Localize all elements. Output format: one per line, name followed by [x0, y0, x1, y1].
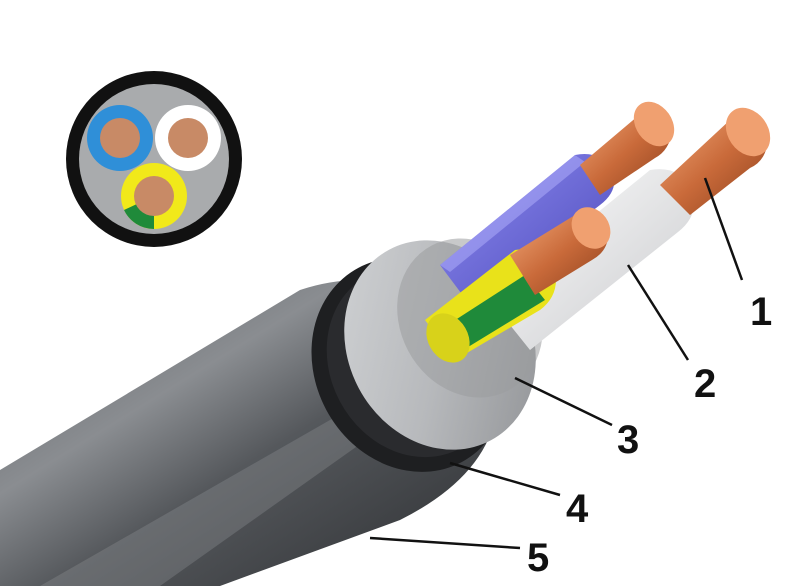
- blue-core: [440, 154, 615, 305]
- callout-5: 5: [527, 536, 549, 580]
- cross-section-blue-core-copper: [100, 118, 140, 158]
- callout-1: 1: [750, 290, 772, 334]
- callout-numbers: 1 2 3 4 5: [527, 290, 772, 580]
- leader-lines: [369, 177, 744, 550]
- cross-section-yellow-core-copper: [134, 176, 174, 216]
- callout-2: 2: [694, 362, 716, 406]
- callout-4: 4: [566, 487, 589, 531]
- leader-line-1: [703, 177, 744, 281]
- leader-line-2: [626, 264, 690, 361]
- callout-3: 3: [617, 418, 639, 462]
- cross-section-inset: [66, 71, 242, 247]
- copper-conductors: [510, 101, 771, 295]
- cross-section-white-core-copper: [168, 118, 208, 158]
- leader-line-4: [449, 461, 561, 497]
- yellow-green-core: [425, 249, 556, 363]
- leader-line-3: [514, 376, 613, 427]
- leader-line-5: [369, 536, 521, 550]
